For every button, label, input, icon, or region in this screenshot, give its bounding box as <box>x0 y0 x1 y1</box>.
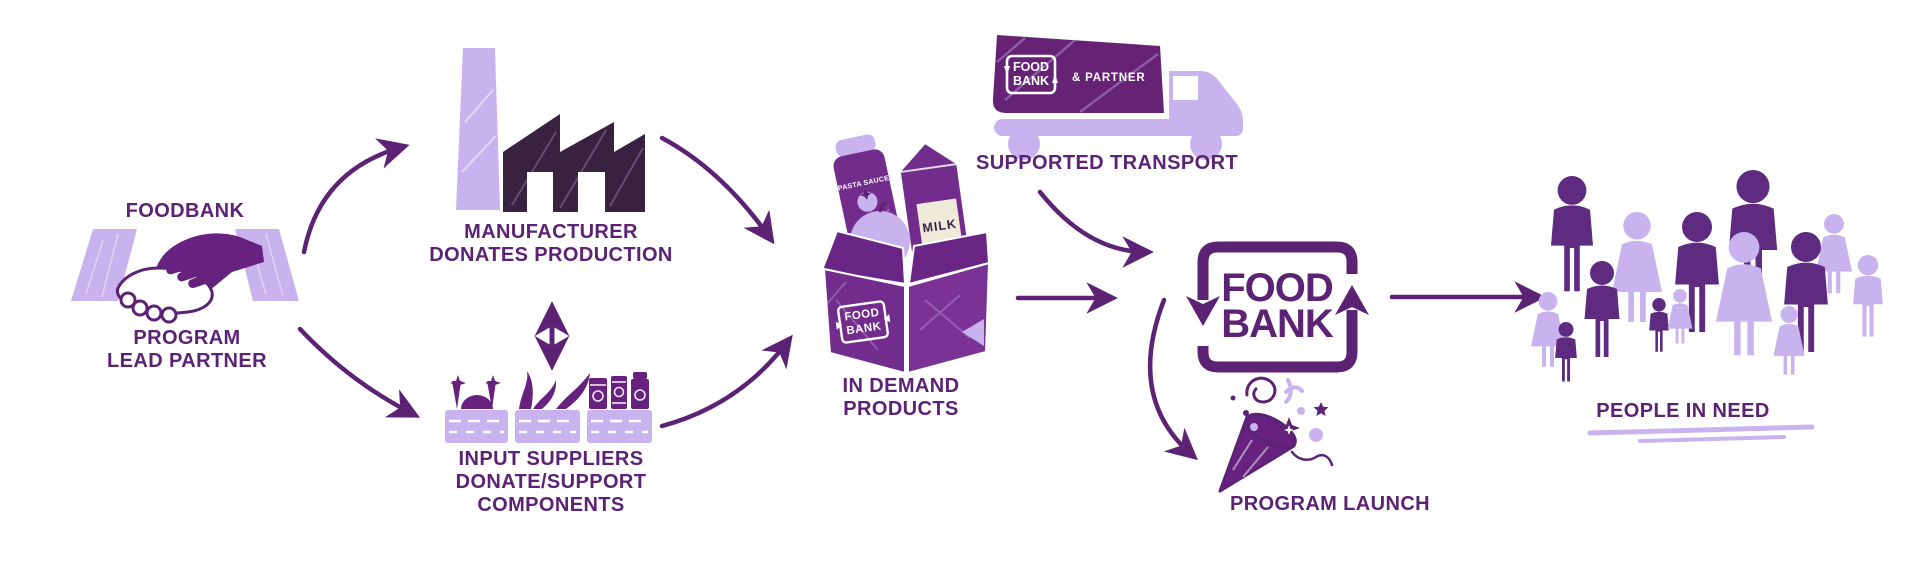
sparkle-star-inner <box>1284 425 1294 435</box>
box-corner-fold <box>962 319 984 346</box>
product-box-icon: PASTA SAUCE MILK FOOD BANK <box>820 134 991 375</box>
logo-down-arrow <box>1186 296 1220 326</box>
arrow-manufacturer-to-box <box>659 135 775 245</box>
milk-label-panel <box>916 198 963 250</box>
truck-partner-text: & PARTNER <box>1072 72 1145 84</box>
hand-dark-fingers <box>166 260 210 289</box>
box-panel-right <box>907 261 991 375</box>
crate-slats <box>449 419 648 434</box>
produce-details <box>590 381 646 404</box>
supported-transport-label: SUPPORTED TRANSPORT <box>975 152 1239 174</box>
factory-window <box>527 172 553 212</box>
person-figure <box>1649 298 1669 352</box>
jar-tomato <box>857 191 878 212</box>
party-popper-icon <box>1218 376 1334 493</box>
factory-window <box>578 172 605 212</box>
factory-icon <box>456 48 645 212</box>
person-figure <box>1667 289 1693 344</box>
crate <box>515 410 580 443</box>
confetti-dot <box>1243 410 1249 416</box>
truck-foodbank-logo: FOOD BANK <box>1004 54 1058 95</box>
factory-chimney <box>456 48 500 210</box>
truck-wheel-front <box>1190 128 1222 160</box>
logo-frame <box>1197 241 1358 373</box>
logo-line1: FOOD <box>1221 266 1333 310</box>
truck-window <box>1173 76 1198 100</box>
person-figure <box>1853 255 1883 337</box>
box-stamp: FOOD BANK <box>835 300 891 344</box>
lead-partner-top-label: FOODBANK <box>125 200 245 222</box>
logo-up-arrow <box>1335 285 1369 315</box>
factory-building <box>503 114 645 212</box>
logo-line2: BANK <box>1221 302 1334 346</box>
confetti-star <box>1313 402 1329 416</box>
person-figure <box>1716 232 1772 356</box>
people-underline <box>1587 424 1815 443</box>
crowd-icon <box>1531 170 1883 443</box>
texture-lines <box>996 37 1159 113</box>
milk-carton: MILK <box>900 144 969 262</box>
handshake-icon <box>71 229 299 324</box>
texture-lines <box>825 281 971 351</box>
confetti-string <box>1290 450 1334 467</box>
supply-crates-icon <box>445 371 652 443</box>
people-in-need-label: PEOPLE IN NEED <box>1596 400 1770 422</box>
person-figure <box>1584 261 1620 357</box>
box-stamp-line2: BANK <box>846 321 883 338</box>
truck-logo-line1: FOOD <box>1013 60 1049 74</box>
crates <box>445 410 652 443</box>
lead-partner-bottom-label: PROGRAM LEAD PARTNER <box>107 327 267 372</box>
arrow-leadpartner-to-suppliers <box>297 326 421 418</box>
hand-knuckles <box>119 291 178 324</box>
apple-stem <box>878 201 888 213</box>
confetti-ribbon <box>1284 378 1304 404</box>
person-figure <box>1551 176 1593 292</box>
milk-gable <box>900 144 957 172</box>
truck-logo-line2: BANK <box>1013 74 1049 88</box>
manufacturer-label: MANUFACTURER DONATES PRODUCTION <box>429 221 673 266</box>
confetti-dot <box>1250 423 1258 431</box>
truck-icon: FOOD BANK & PARTNER <box>992 35 1243 160</box>
confetti-dot <box>1309 428 1323 442</box>
flow-arrows <box>297 135 1546 461</box>
confetti-dot <box>1297 407 1305 415</box>
in-demand-label: IN DEMAND PRODUCTS <box>842 375 960 420</box>
texture-lines <box>461 89 497 173</box>
confetti-swirl <box>1245 376 1277 404</box>
tomato-leaf <box>859 189 872 200</box>
crate <box>587 410 652 443</box>
box-stamp-line1: FOOD <box>844 307 881 324</box>
box-panel-left <box>822 267 906 375</box>
texture-lines <box>1232 439 1269 478</box>
confetti-dot <box>1230 395 1236 401</box>
foodbank-logo: FOOD BANK <box>1186 241 1369 373</box>
program-launch-label: PROGRAM LAUNCH <box>1229 493 1431 515</box>
arrow-suppliers-to-box <box>659 334 793 429</box>
crate <box>445 410 508 443</box>
texture-lines <box>511 129 644 209</box>
popper-opening <box>1245 412 1297 450</box>
truck-wheel-rear <box>1008 128 1040 160</box>
input-suppliers-label: INPUT SUPPLIERS DONATE/SUPPORT COMPONENT… <box>455 448 647 516</box>
arrow-leadpartner-to-manufacturer <box>301 138 410 255</box>
arrow-transport-to-foodbank <box>1037 189 1154 268</box>
arrow-foodbank-to-launch <box>1147 297 1198 461</box>
milk-label: MILK <box>922 217 958 236</box>
